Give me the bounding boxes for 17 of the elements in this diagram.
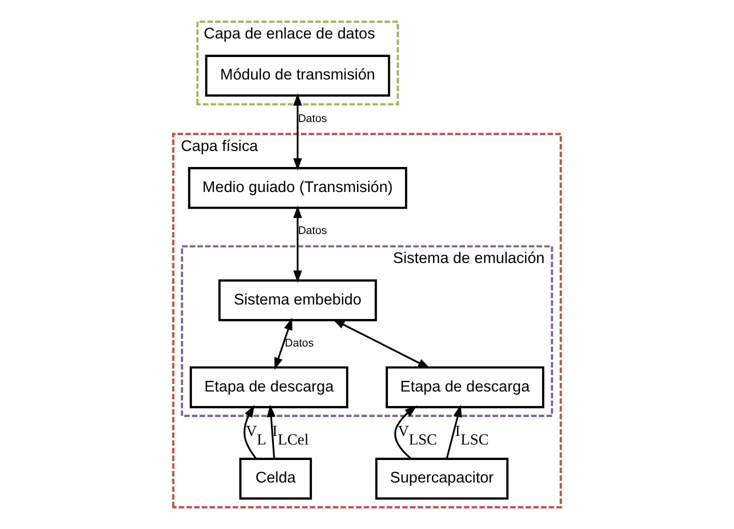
arrow <box>274 318 292 370</box>
node-box: Etapa de descarga <box>386 366 544 408</box>
arrow <box>446 404 462 459</box>
edge-label: Datos <box>298 225 327 238</box>
node-box: Etapa de descarga <box>190 366 348 408</box>
node-box: Supercapacitor <box>375 458 508 500</box>
edge-label: Datos <box>284 338 314 350</box>
arrow <box>293 93 302 171</box>
arrow <box>332 319 430 369</box>
arrow <box>394 406 418 460</box>
node-box: Módulo de transmisión <box>205 54 390 97</box>
node-box: Celda <box>239 458 312 500</box>
edge-label: Datos <box>298 112 327 125</box>
node-box: Sistema embebido <box>218 279 377 322</box>
arrow <box>244 404 257 460</box>
arrow <box>293 206 302 283</box>
node-box: Medio guiado (Transmisión) <box>188 167 408 209</box>
